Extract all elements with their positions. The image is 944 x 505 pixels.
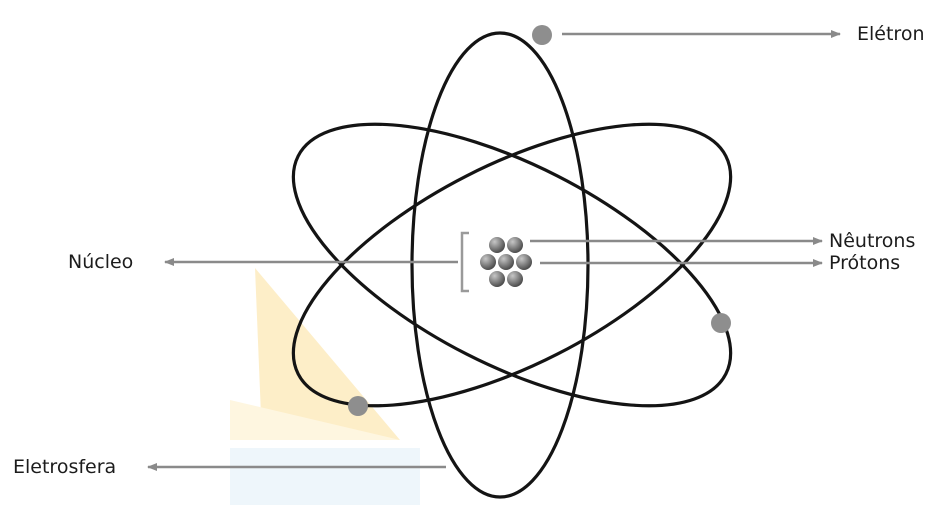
watermark-blue-block [230,448,420,505]
nucleon [507,271,523,287]
nucleon [480,254,496,270]
electrons [348,25,731,416]
label-neutrons: Nêutrons [829,232,915,251]
label-protons: Prótons [829,254,900,273]
electron-top [532,25,552,45]
label-electrosphere: Eletrosfera [13,458,116,477]
electron-right [711,313,731,333]
nucleon [489,237,505,253]
nucleus [480,237,532,287]
nucleon [516,254,532,270]
nucleon [489,271,505,287]
nucleon [498,254,514,270]
nucleus-bracket [462,233,469,291]
label-nucleus: Núcleo [68,253,133,272]
nucleon [507,237,523,253]
electron-bottom-left [348,396,368,416]
label-electron: Elétron [857,25,924,44]
watermark [230,268,420,505]
